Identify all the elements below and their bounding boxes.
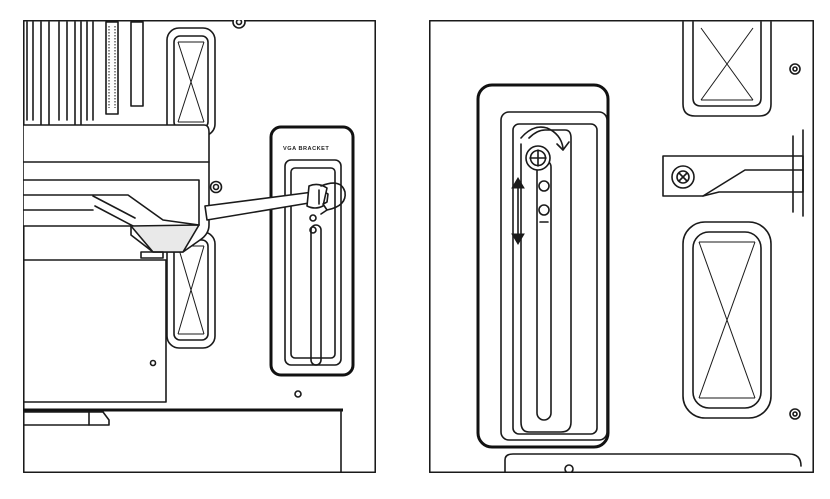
lower-vent-right <box>682 221 772 419</box>
upper-vent <box>166 27 216 137</box>
right-illustration <box>429 20 814 473</box>
rotate-arrow-icon-right <box>520 126 570 151</box>
right-frame <box>429 20 814 473</box>
rotate-arrow-icon <box>320 182 346 215</box>
screw-hole-icon-right <box>789 63 801 75</box>
bracket-top-screw-icon <box>525 145 551 171</box>
up-down-arrow-icon <box>511 177 525 245</box>
memory-slots <box>26 21 144 129</box>
upper-vent-right <box>682 21 772 117</box>
vga-bracket-closeup <box>476 83 610 449</box>
small-hole-icon-2 <box>294 390 302 398</box>
small-hole-icon <box>149 359 157 367</box>
screw-hole-icon <box>209 180 223 194</box>
left-illustration: VGA BRACKET <box>23 20 376 473</box>
left-illustration-panel: VGA BRACKET <box>23 20 376 473</box>
bracket-label: VGA BRACKET <box>283 146 329 152</box>
bottom-edge <box>504 453 802 473</box>
vga-bracket <box>269 125 355 377</box>
right-illustration-panel <box>429 20 814 473</box>
screw-hole-icon-right-2 <box>789 408 801 420</box>
screwdriver-icon <box>204 183 329 221</box>
graphics-card <box>23 124 343 473</box>
side-bracket <box>662 129 804 217</box>
